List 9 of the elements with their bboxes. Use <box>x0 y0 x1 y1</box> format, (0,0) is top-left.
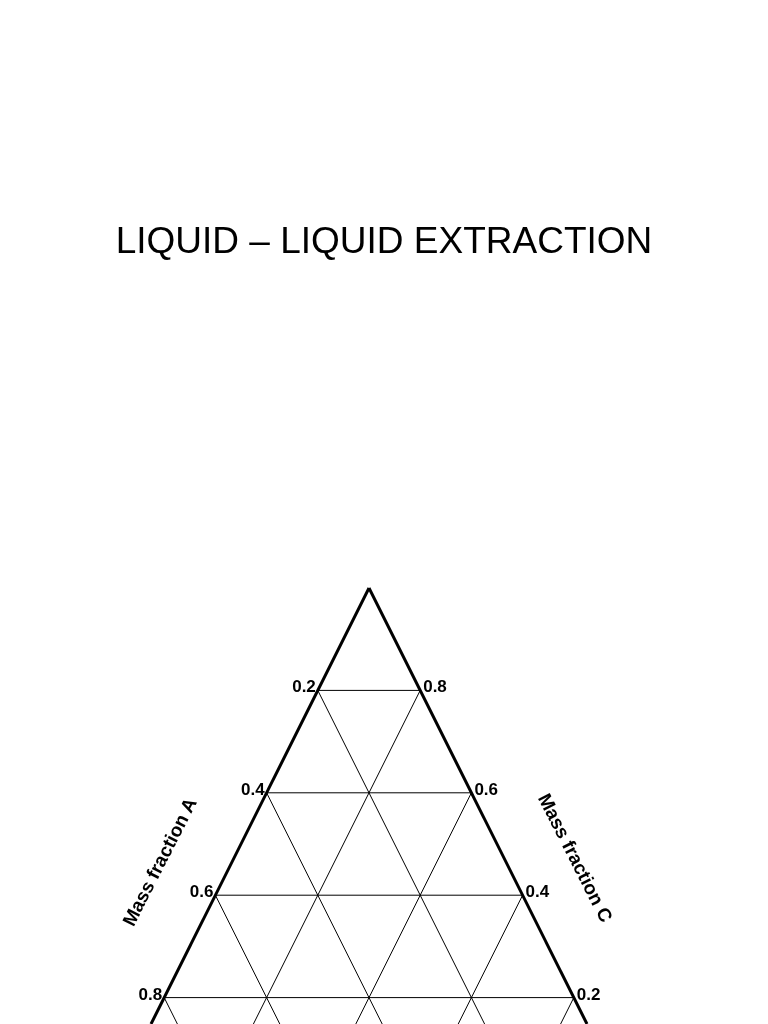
page-title: LIQUID – LIQUID EXTRACTION <box>114 220 654 262</box>
axis-tick-label: 0.8 <box>138 984 163 1005</box>
axis-tick-label: 0.6 <box>474 779 499 800</box>
axis-tick-label: 0.4 <box>525 882 550 903</box>
axis-tick-label: 0.8 <box>423 677 447 698</box>
axis-tick-label: 0.2 <box>292 677 316 698</box>
axis-tick-label: 0.2 <box>576 984 601 1005</box>
axis-tick-label: 0.4 <box>240 779 265 800</box>
axis-tick-label: 0.6 <box>189 882 214 903</box>
